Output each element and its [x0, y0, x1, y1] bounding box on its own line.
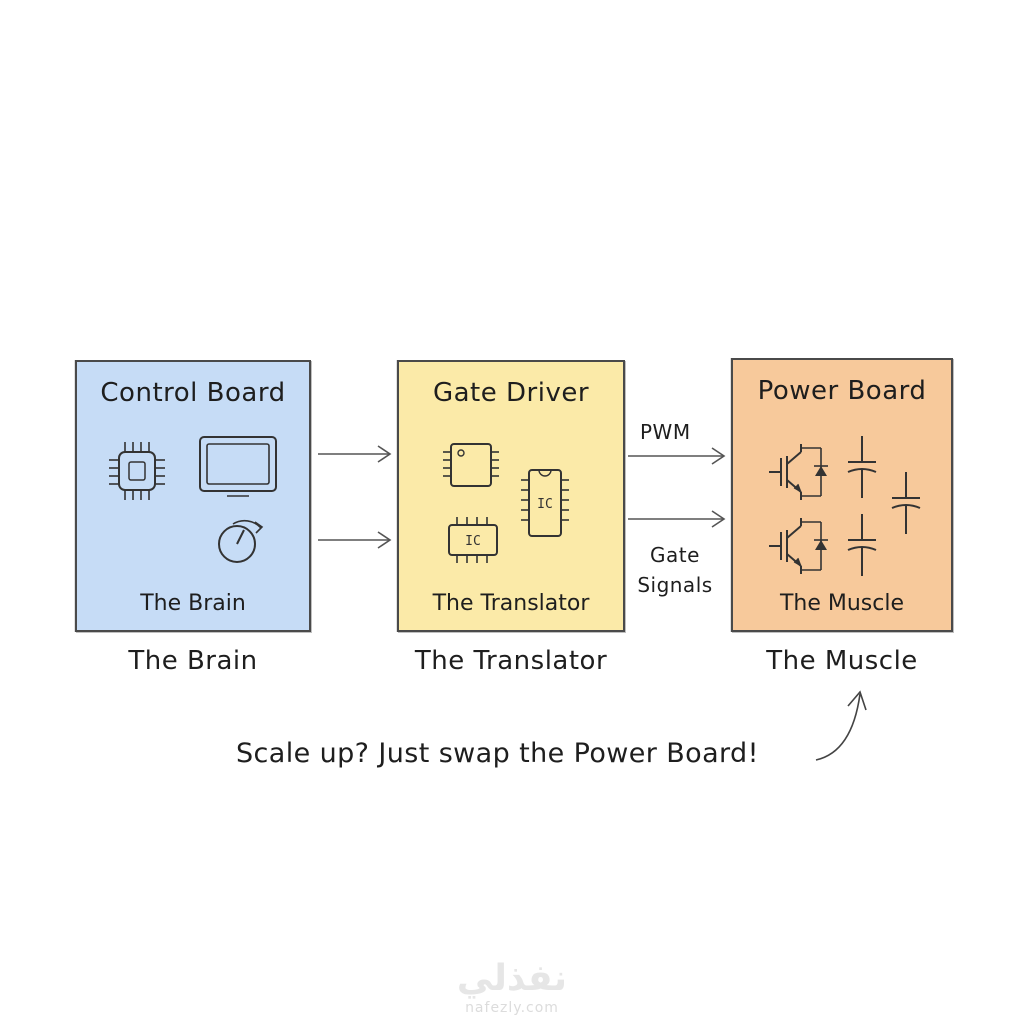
- below-label-gate: The Translator: [414, 646, 608, 676]
- control-board-panel: Control Board The Brain: [75, 360, 311, 632]
- gate-driver-panel: Gate Driver IC IC The Translator: [397, 360, 625, 632]
- ic-chip-icon: IC: [521, 469, 569, 537]
- watermark-latin: nafezly.com: [465, 1000, 559, 1016]
- ic-chip-icon: IC: [448, 517, 498, 563]
- control-board-title: Control Board: [100, 378, 286, 408]
- gate-signals-label: Gate Signals: [630, 540, 720, 600]
- watermark-arabic: نفذلي: [456, 958, 568, 999]
- monitor-icon: [199, 436, 277, 497]
- below-label-control: The Brain: [128, 646, 258, 676]
- gate-signals-label-line1: Gate: [650, 543, 700, 567]
- microchip-icon: [109, 442, 165, 500]
- arrow-control-to-gate-top: [318, 445, 392, 463]
- arrow-gate-to-power-signals: [628, 510, 726, 528]
- power-board-title: Power Board: [757, 376, 927, 406]
- capacitor-icon: [847, 436, 877, 498]
- scale-up-note: Scale up? Just swap the Power Board!: [236, 738, 759, 769]
- control-board-subtitle: The Brain: [140, 591, 246, 616]
- ic-chip-label: IC: [465, 534, 481, 549]
- below-label-power: The Muscle: [766, 646, 918, 676]
- igbt-icon: [769, 518, 828, 574]
- capacitor-icon: [847, 514, 877, 576]
- arrow-gate-to-power-pwm: [628, 447, 726, 465]
- gate-driver-subtitle: The Translator: [432, 591, 590, 616]
- power-board-panel: Power Board: [731, 358, 953, 632]
- capacitor-icon: [891, 472, 921, 534]
- dial-icon: [218, 519, 264, 563]
- curved-arrow-to-power: [815, 690, 867, 761]
- ic-chip-icon: [443, 443, 499, 487]
- arrow-control-to-gate-bottom: [318, 531, 392, 549]
- gate-signals-label-line2: Signals: [637, 573, 713, 597]
- power-board-subtitle: The Muscle: [779, 591, 905, 616]
- ic-chip-label: IC: [537, 497, 553, 512]
- pwm-label: PWM: [640, 420, 691, 444]
- igbt-icon: [769, 444, 828, 500]
- gate-driver-title: Gate Driver: [432, 378, 590, 408]
